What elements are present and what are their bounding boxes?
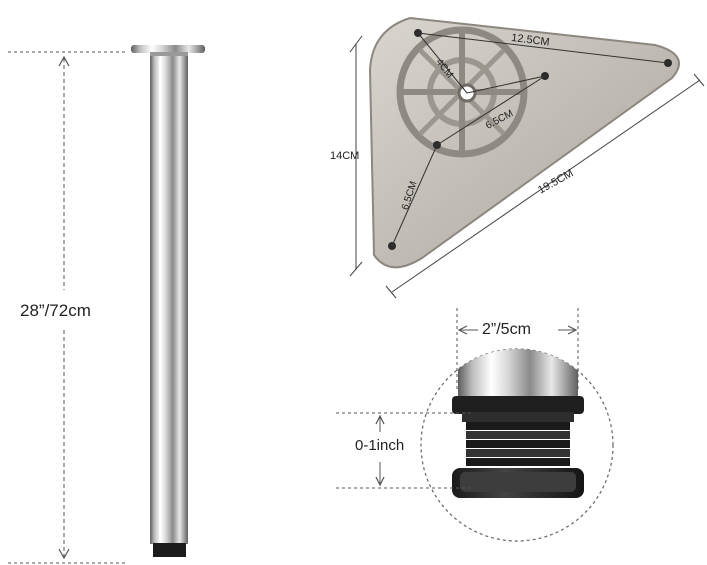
adjustment-dimension	[336, 412, 470, 489]
plate-dimensions	[349, 35, 705, 299]
mounting-plate	[368, 16, 680, 269]
diameter-label: 2”/5cm	[482, 321, 531, 338]
table-leg	[131, 45, 205, 557]
diameter-dimension	[456, 308, 579, 392]
leg-foot	[153, 543, 186, 557]
adjustment-label: 0-1inch	[355, 437, 405, 454]
foot-chrome-collar	[458, 349, 578, 397]
plate-height-label: 14CM	[330, 150, 360, 162]
leg-top-plate	[131, 45, 205, 53]
foot-detail	[420, 348, 614, 542]
leg-height-label: 28”/72cm	[20, 301, 91, 320]
leg-tube	[150, 56, 188, 544]
leg-height-dimension	[8, 51, 126, 564]
